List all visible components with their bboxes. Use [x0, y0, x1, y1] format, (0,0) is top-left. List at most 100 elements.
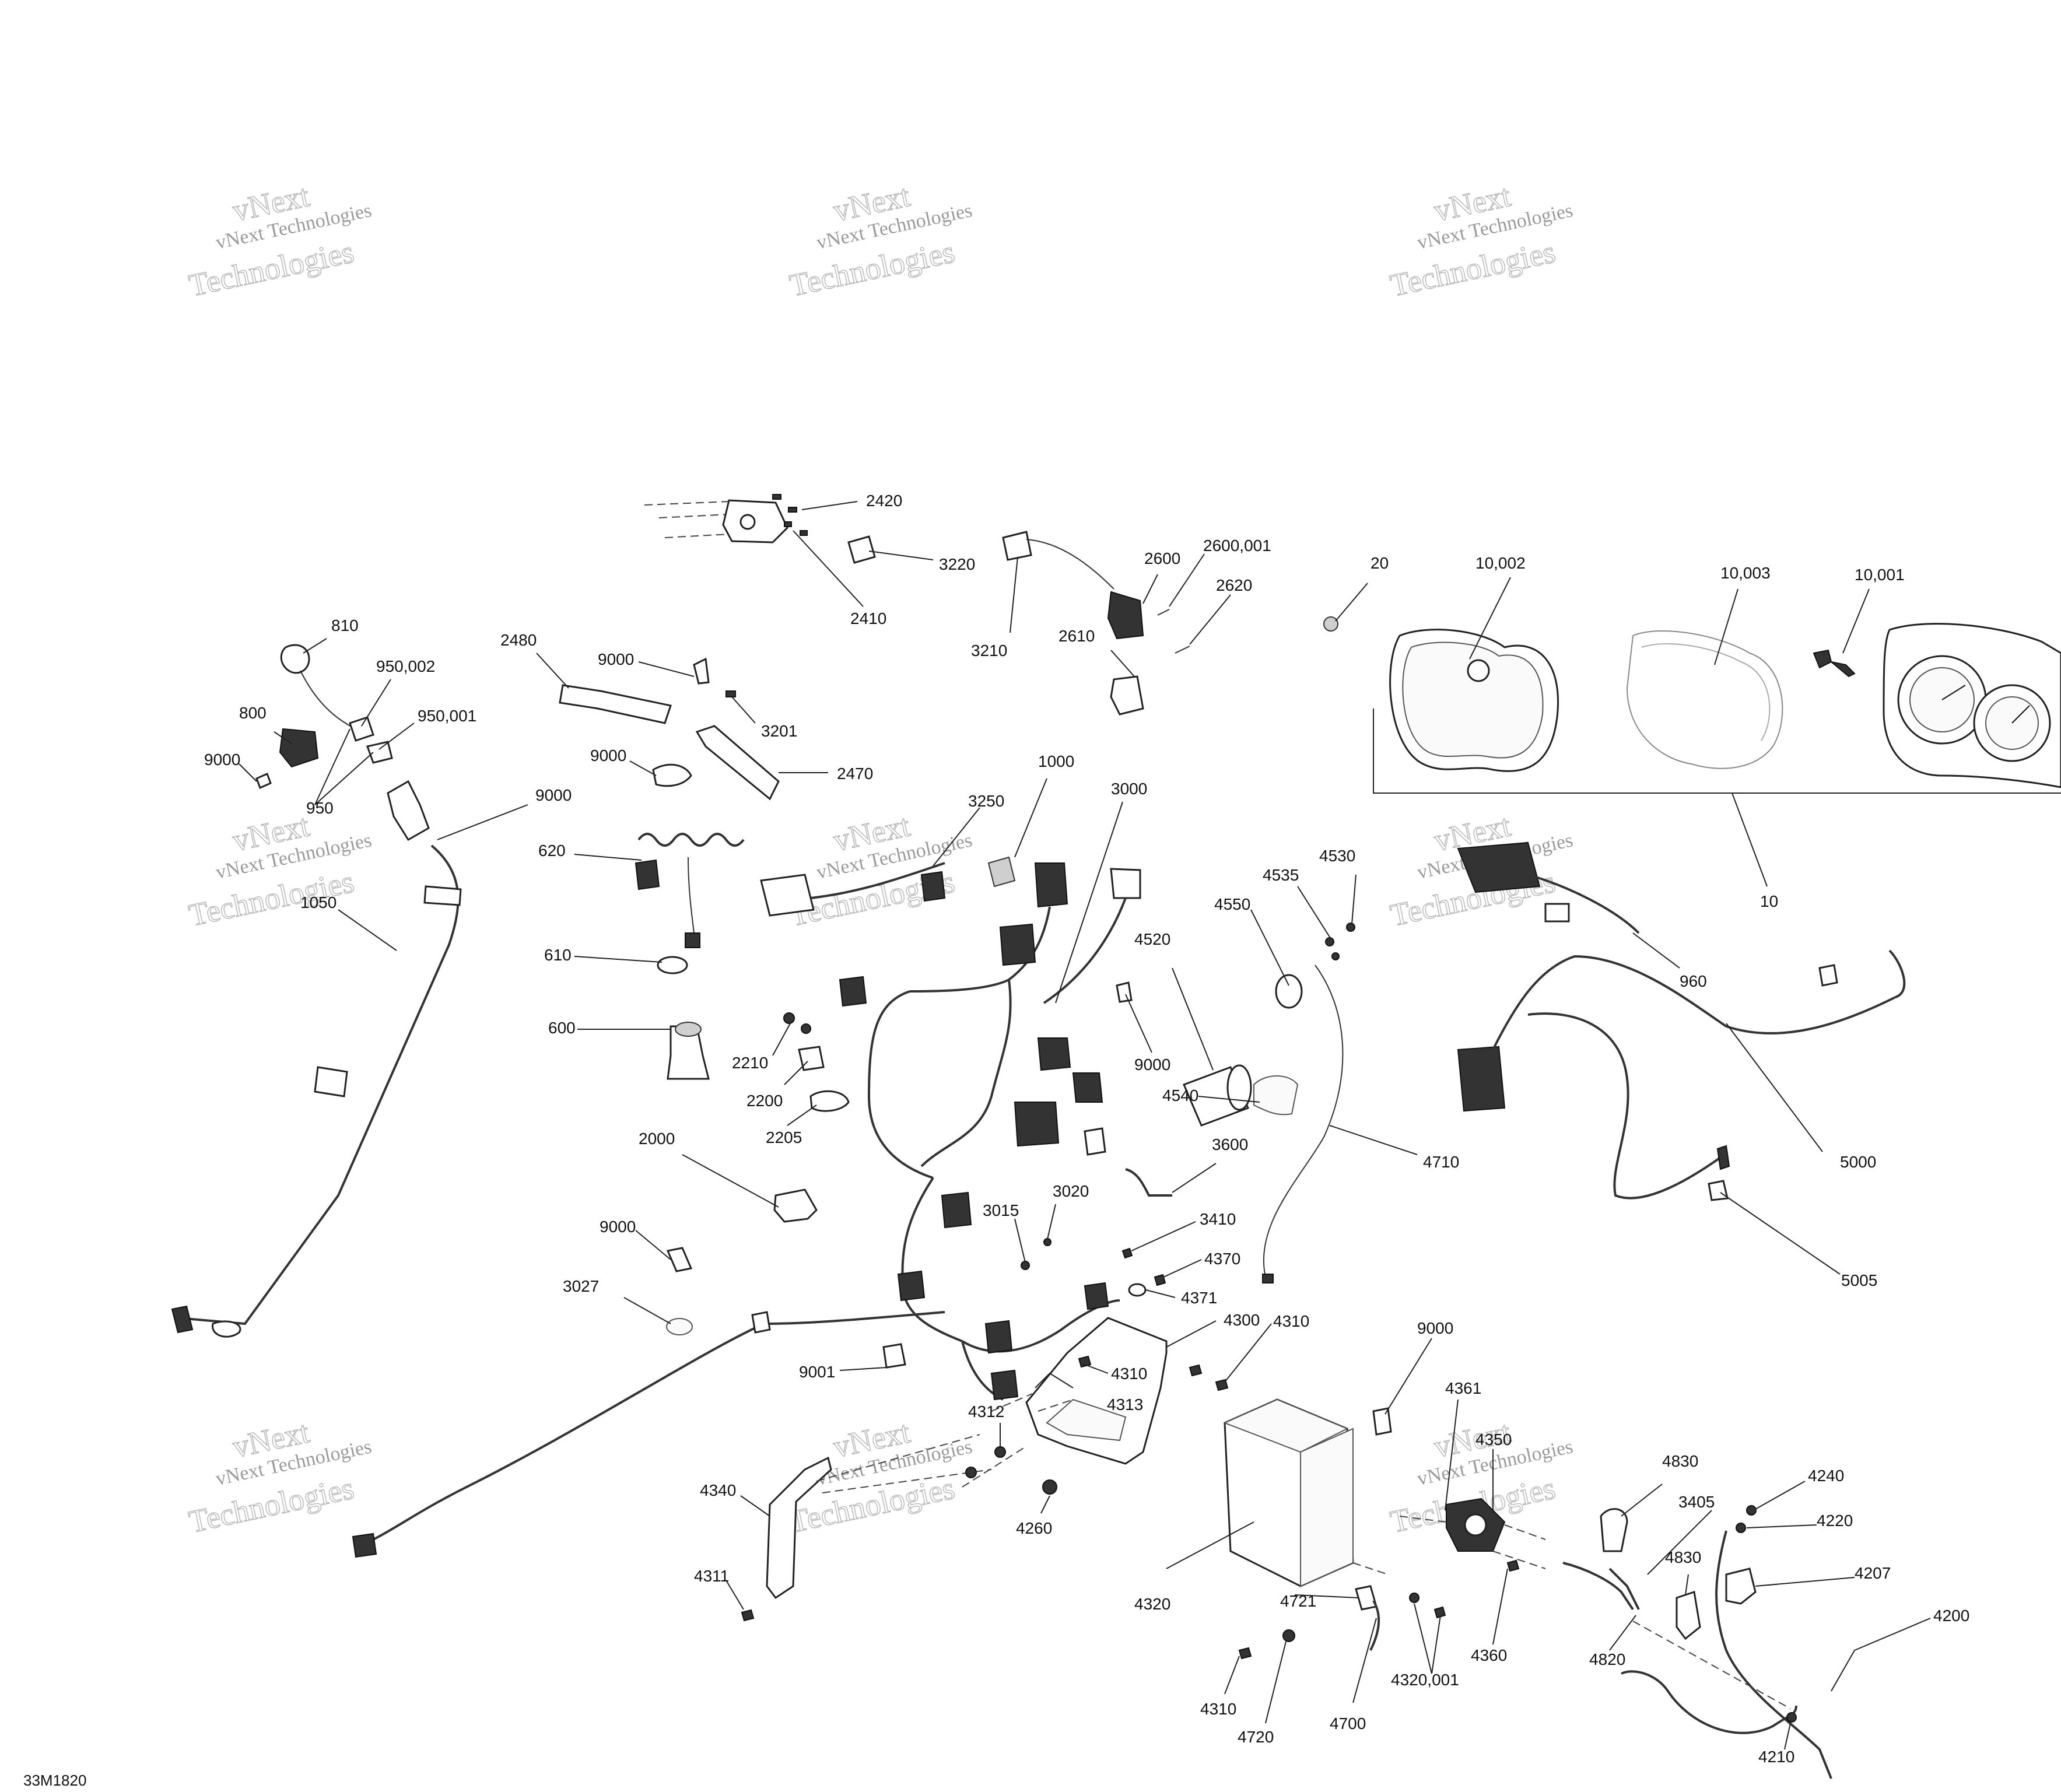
part-label-950-002: 950,002: [376, 657, 435, 675]
part-4311-bolt: [741, 1609, 755, 1622]
part-label-3201: 3201: [761, 722, 797, 740]
part-label-4361: 4361: [1445, 1379, 1481, 1397]
part-label-3600: 3600: [1212, 1135, 1248, 1153]
part-2480-hose: [559, 684, 672, 724]
part-label-4220: 4220: [1817, 1512, 1853, 1530]
part-4340-dash: [816, 1434, 992, 1493]
part-label-3250: 3250: [968, 792, 1004, 810]
part-4535-washer: [1325, 937, 1334, 946]
part-5000-harness: [1457, 949, 1906, 1200]
part-4550-cap: [1275, 974, 1303, 1009]
part-label-3210: 3210: [971, 641, 1007, 660]
watermark-text: Technologies: [1387, 234, 1558, 303]
part-label-4240: 4240: [1808, 1467, 1844, 1485]
part-9000-clip: [652, 763, 692, 787]
part-3410-bolt: [1121, 1247, 1133, 1259]
part-label-4200: 4200: [1933, 1607, 1969, 1625]
part-label-5000: 5000: [1840, 1153, 1876, 1171]
part-4350-solenoid: [1399, 1498, 1546, 1569]
part-960-harness: [1457, 841, 1640, 934]
watermark: vNext vNext Technologies Technologies: [786, 177, 974, 303]
part-4300-tray: [962, 1317, 1168, 1488]
part-label-4710: 4710: [1423, 1153, 1459, 1171]
part-label-4313: 4313: [1107, 1395, 1143, 1414]
watermark-text: Technologies: [787, 234, 958, 303]
part-label-9001: 9001: [799, 1363, 835, 1381]
part-4220-washer: [1736, 1523, 1746, 1533]
part-label-4260: 4260: [1016, 1519, 1052, 1537]
part-label-2205: 2205: [766, 1128, 802, 1146]
part-2210-nut: [801, 1023, 811, 1034]
part-label-4310: 4310: [1273, 1312, 1309, 1330]
part-label-4700: 4700: [1330, 1714, 1366, 1733]
part-5005-clip: [1708, 1180, 1729, 1201]
part-label-4830: 4830: [1665, 1548, 1701, 1566]
part-4830-boot: [1676, 1591, 1701, 1640]
part-4210-dash: [1632, 1621, 1791, 1709]
part-4535-washer: [1331, 952, 1340, 960]
part-4320-001-nut: [1409, 1593, 1419, 1603]
part-610-ring: [657, 956, 688, 974]
part-label-610: 610: [544, 946, 572, 964]
part-label-10-003: 10,003: [1720, 564, 1771, 582]
part-label-4721: 4721: [1280, 1592, 1316, 1610]
part-4370-bolt: [1154, 1274, 1166, 1286]
part-label-9000: 9000: [598, 650, 634, 668]
part-label-960: 960: [1680, 972, 1707, 990]
part-label-5005: 5005: [1841, 1271, 1877, 1289]
part-label-4320-001: 4320,001: [1391, 1671, 1459, 1689]
part-label-950-001: 950,001: [418, 707, 476, 725]
part-4310-bolt: [1238, 1647, 1252, 1660]
part-3210-harness: [1002, 531, 1190, 716]
part-label-10-002: 10,002: [1475, 554, 1526, 572]
part-4540-sleeve: [1253, 1075, 1299, 1116]
part-label-4210: 4210: [1758, 1748, 1794, 1766]
part-label-4320: 4320: [1134, 1595, 1170, 1613]
part-4371-washer: [1128, 1283, 1147, 1297]
drawing-number: 33M1820: [23, 1772, 86, 1789]
part-label-4370: 4370: [1204, 1250, 1240, 1268]
part-label-2000: 2000: [639, 1130, 675, 1148]
part-label-4371: 4371: [1181, 1289, 1217, 1307]
part-4700-cable: [1369, 1600, 1380, 1651]
part-9000-clip: [1372, 1407, 1392, 1436]
part-label-3000: 3000: [1111, 780, 1147, 798]
part-3250-harness: [760, 862, 946, 917]
part-label-9000: 9000: [1417, 1319, 1453, 1337]
part-3405-cable: [1562, 1562, 1634, 1611]
watermark: vNext vNext Technologies Technologies: [185, 177, 373, 303]
part-label-4311: 4311: [694, 1567, 729, 1585]
part-9000-clip: [693, 657, 710, 685]
part-3015-screw: [1021, 1261, 1030, 1270]
part-label-3220: 3220: [939, 555, 975, 573]
part-4720-nut: [1282, 1629, 1295, 1642]
part-label-2620: 2620: [1216, 576, 1252, 594]
part-1000-relay: [987, 856, 1016, 888]
part-4830-boot: [1600, 1508, 1628, 1552]
part-800-switch-group: [255, 644, 393, 790]
part-3020-screw: [1043, 1238, 1051, 1246]
part-labels: 2420 3220 2410 2600 2600,001 2620 2610 3…: [204, 492, 1969, 1766]
part-label-4720: 4720: [1238, 1728, 1274, 1746]
part-label-9000: 9000: [535, 786, 572, 804]
part-label-2470: 2470: [837, 765, 873, 783]
part-label-2600-001: 2600,001: [1203, 536, 1271, 555]
part-3201-screw: [725, 690, 736, 697]
part-label-2210: 2210: [732, 1054, 768, 1072]
part-4210-nut: [1786, 1712, 1797, 1723]
part-2000-connector: [773, 1188, 818, 1223]
watermarks: vNext vNext Technologies Technologies vN…: [185, 177, 1575, 1539]
part-600-switch: [667, 1022, 710, 1080]
part-label-3015: 3015: [983, 1201, 1019, 1219]
part-4207-cover: [1725, 1567, 1757, 1605]
part-label-4300: 4300: [1224, 1311, 1260, 1329]
part-label-4360: 4360: [1471, 1646, 1507, 1664]
part-label-2480: 2480: [500, 631, 537, 649]
part-label-620: 620: [538, 841, 566, 860]
part-9000-clip: [666, 1247, 693, 1272]
part-label-4550: 4550: [1214, 895, 1250, 913]
part-1050-cable: [171, 780, 462, 1338]
watermark-text: Technologies: [186, 234, 357, 303]
part-10-cluster-group: [1373, 623, 2061, 794]
part-label-4310: 4310: [1111, 1365, 1147, 1383]
